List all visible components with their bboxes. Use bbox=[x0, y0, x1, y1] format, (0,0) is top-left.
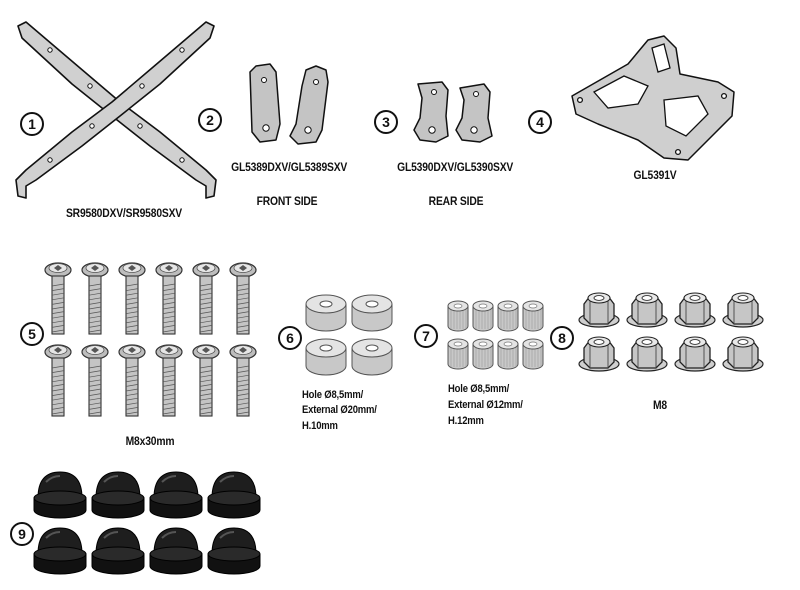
cap-nut bbox=[91, 527, 145, 575]
part-2-code: GL5389DXV/GL5389SXV bbox=[231, 160, 348, 174]
part-8-size: M8 bbox=[652, 398, 668, 412]
small-spacer bbox=[497, 338, 519, 370]
cap-nut bbox=[33, 527, 87, 575]
cap-nut bbox=[33, 471, 87, 519]
part-1-code: SR9580DXV/SR9580SXV bbox=[65, 206, 183, 220]
nut bbox=[626, 336, 668, 372]
part-7-hole: Hole Ø8,5mm/ bbox=[448, 383, 510, 395]
part-6-hole: Hole Ø8,5mm/ bbox=[302, 389, 364, 401]
bolts-illustration bbox=[44, 262, 257, 417]
nut bbox=[578, 336, 620, 372]
part-6-external: External Ø20mm/ bbox=[302, 404, 377, 416]
bolt bbox=[229, 344, 257, 417]
small-spacer bbox=[447, 300, 469, 332]
large-spacers-illustration bbox=[305, 294, 393, 376]
part-3-code: GL5390DXV/GL5390SXV bbox=[397, 160, 514, 174]
part-4-code: GL5391V bbox=[633, 168, 677, 182]
nut bbox=[674, 336, 716, 372]
part-number-4: 4 bbox=[528, 110, 552, 134]
bolt bbox=[81, 262, 109, 335]
bolt bbox=[81, 344, 109, 417]
part-number-5: 5 bbox=[20, 322, 44, 346]
cap-nut bbox=[91, 471, 145, 519]
cap-nut bbox=[207, 471, 261, 519]
part-number-7: 7 bbox=[414, 324, 438, 348]
front-brackets-illustration bbox=[249, 63, 329, 145]
small-spacer bbox=[447, 338, 469, 370]
nut bbox=[626, 292, 668, 328]
rear-brackets-illustration bbox=[413, 81, 493, 143]
small-spacer bbox=[522, 300, 544, 332]
nut bbox=[722, 336, 764, 372]
caps-illustration bbox=[33, 471, 261, 575]
nut bbox=[578, 292, 620, 328]
part-number-2: 2 bbox=[198, 108, 222, 132]
part-number-1: 1 bbox=[20, 112, 44, 136]
part-5-size: M8x30mm bbox=[125, 434, 175, 448]
bolt bbox=[155, 344, 183, 417]
bolt bbox=[192, 262, 220, 335]
bolt bbox=[44, 344, 72, 417]
small-spacer bbox=[472, 338, 494, 370]
part-number-6: 6 bbox=[278, 326, 302, 350]
part-2-side: FRONT SIDE bbox=[256, 194, 318, 208]
bolt bbox=[229, 262, 257, 335]
bolt bbox=[44, 262, 72, 335]
part-number-8: 8 bbox=[550, 326, 574, 350]
small-spacer bbox=[497, 300, 519, 332]
part-7-external: External Ø12mm/ bbox=[448, 399, 523, 411]
nuts-illustration bbox=[578, 292, 764, 372]
bolt bbox=[118, 262, 146, 335]
bolt bbox=[192, 344, 220, 417]
part-6-height: H.10mm bbox=[302, 420, 338, 432]
small-spacer bbox=[522, 338, 544, 370]
part-number-9: 9 bbox=[10, 522, 34, 546]
bolt bbox=[118, 344, 146, 417]
nut bbox=[674, 292, 716, 328]
mounting-plate-illustration bbox=[571, 35, 735, 161]
bolt bbox=[155, 262, 183, 335]
part-number-3: 3 bbox=[374, 110, 398, 134]
cap-nut bbox=[207, 527, 261, 575]
small-spacer bbox=[472, 300, 494, 332]
part-7-height: H.12mm bbox=[448, 415, 484, 427]
x-bracket-illustration bbox=[15, 21, 217, 199]
cap-nut bbox=[149, 527, 203, 575]
part-3-side: REAR SIDE bbox=[428, 194, 484, 208]
cap-nut bbox=[149, 471, 203, 519]
small-spacers-illustration bbox=[447, 300, 544, 370]
nut bbox=[722, 292, 764, 328]
